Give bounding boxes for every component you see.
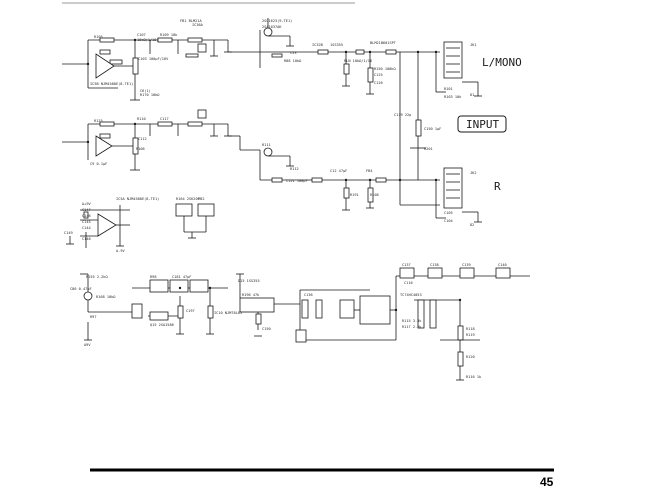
svg-text:FB4: FB4 [366,169,373,173]
svg-text:IC36A: IC36A [192,23,204,27]
svg-text:C137: C137 [402,263,411,267]
svg-text:D1: D1 [470,93,474,97]
svg-text:RLN 10kΩ/1/16: RLN 10kΩ/1/16 [344,59,372,63]
svg-text:2SC1623(9-TE1): 2SC1623(9-TE1) [262,19,292,23]
svg-text:C144: C144 [82,226,91,230]
svg-text:R191: R191 [350,193,359,197]
svg-text:FB2: FB2 [198,197,205,201]
regulator-block [80,273,228,341]
svg-text:R116 1k: R116 1k [466,375,482,379]
svg-text:C86 0.47μF: C86 0.47μF [70,287,92,291]
svg-text:R101: R101 [444,87,453,91]
input-section-label: INPUT [466,118,499,131]
svg-text:IC5B NJM4580E(8-TE1): IC5B NJM4580E(8-TE1) [90,82,133,86]
svg-text:IC32B: IC32B [312,43,323,47]
svg-text:C139: C139 [462,263,471,267]
svg-text:IC10 NJM78L05: IC10 NJM78L05 [214,311,242,315]
svg-text:R103 10k: R103 10k [444,95,462,99]
input-channel-2 [62,109,232,171]
svg-text:R112: R112 [290,167,299,171]
svg-text:D15 1SS355: D15 1SS355 [238,279,260,283]
jack-1-symbol [443,41,463,79]
svg-text:C145: C145 [82,220,91,224]
svg-text:R105: R105 [94,35,103,39]
svg-text:FB1 BLM21A: FB1 BLM21A [180,19,202,23]
svg-text:C107: C107 [137,33,146,37]
svg-text:A9V: A9V [84,343,91,347]
svg-text:R170 10kΩ: R170 10kΩ [140,93,160,97]
svg-text:R115 3.3k: R115 3.3k [402,319,422,323]
svg-text:BLM21B601SPT: BLM21B601SPT [370,41,397,45]
svg-text:IC5A NJM4580E(8-TE1): IC5A NJM4580E(8-TE1) [116,197,159,201]
svg-text:R120: R120 [466,355,475,359]
svg-text:R168 10kΩ: R168 10kΩ [96,295,116,299]
svg-text:R155 2.2kΩ: R155 2.2kΩ [86,275,108,279]
svg-text:R97: R97 [90,315,97,319]
svg-text:C150: C150 [262,327,271,331]
input-channel-1 [62,37,232,101]
svg-text:C181 47μF: C181 47μF [172,275,191,279]
svg-text:D2: D2 [470,223,474,227]
svg-text:C119 22p: C119 22p [394,113,411,117]
svg-text:R125: R125 [94,119,103,123]
svg-text:C126: C126 [374,81,383,85]
svg-text:C149: C149 [64,231,73,235]
svg-text:A+9V: A+9V [82,202,91,206]
svg-text:R164 2SK209: R164 2SK209 [176,197,200,201]
jack-1-label: L/MONO [482,56,522,69]
svg-text:R109 10k: R109 10k [160,33,178,37]
svg-text:R88 10kΩ: R88 10kΩ [284,59,302,63]
svg-text:A-9V: A-9V [116,249,125,253]
svg-text:C112: C112 [138,137,147,141]
svg-text:C12 47μF: C12 47μF [330,169,347,173]
svg-text:C104: C104 [444,219,453,223]
svg-text:C148: C148 [82,237,91,241]
svg-text:C147: C147 [82,208,91,212]
svg-text:R108: R108 [370,193,379,197]
svg-text:C6(1): C6(1) [140,89,151,93]
svg-text:R98: R98 [150,275,157,279]
switch-ic-block [236,267,530,381]
svg-text:R110: R110 [137,117,146,121]
svg-text:JK2: JK2 [470,171,477,175]
svg-text:R117 2.2k: R117 2.2k [402,325,422,329]
input-section-box [457,115,507,133]
svg-text:Q15 2SA1586: Q15 2SA1586 [150,323,174,327]
svg-text:R201: R201 [424,147,433,151]
svg-text:C197: C197 [186,309,195,313]
svg-text:10kΩ(1/10): 10kΩ(1/10) [137,38,159,42]
component-labels: R105 C107 10kΩ(1/10) R109 10k C103 100μF… [64,19,507,379]
svg-text:C105: C105 [444,211,453,215]
svg-text:R196 47k: R196 47k [242,293,260,297]
buffer-stage-2 [228,135,400,211]
power-opamp-block [66,203,215,248]
svg-text:C9 0.1μF: C9 0.1μF [90,162,107,166]
svg-text:C116: C116 [404,281,413,285]
svg-text:C103 100μF/16V: C103 100μF/16V [138,57,169,61]
svg-text:1SS355: 1SS355 [330,43,343,47]
ic-chip [295,329,307,343]
svg-text:R119: R119 [466,333,475,337]
buffer-stage-1 [228,18,400,95]
svg-text:R118: R118 [466,327,475,331]
svg-text:JK1: JK1 [470,43,477,47]
svg-text:C53: C53 [290,51,297,55]
svg-text:TC74HC4053: TC74HC4053 [400,293,422,297]
svg-text:C140: C140 [498,263,507,267]
input-jack-section [398,41,482,223]
svg-text:R111: R111 [262,143,271,147]
svg-text:2SA1037AK: 2SA1037AK [262,25,282,29]
svg-text:C150 1μF: C150 1μF [424,127,441,131]
page-number: 45 [540,475,554,489]
jack-2-label: R [494,180,501,193]
svg-text:R150 100kΩ: R150 100kΩ [374,67,396,71]
svg-text:R106: R106 [136,147,145,151]
svg-text:C146: C146 [82,214,91,218]
svg-text:C125: C125 [374,73,383,77]
svg-text:C138: C138 [430,263,439,267]
svg-text:C151 100pF: C151 100pF [286,179,308,183]
svg-text:C117: C117 [160,117,169,121]
svg-text:C136: C136 [304,293,313,297]
